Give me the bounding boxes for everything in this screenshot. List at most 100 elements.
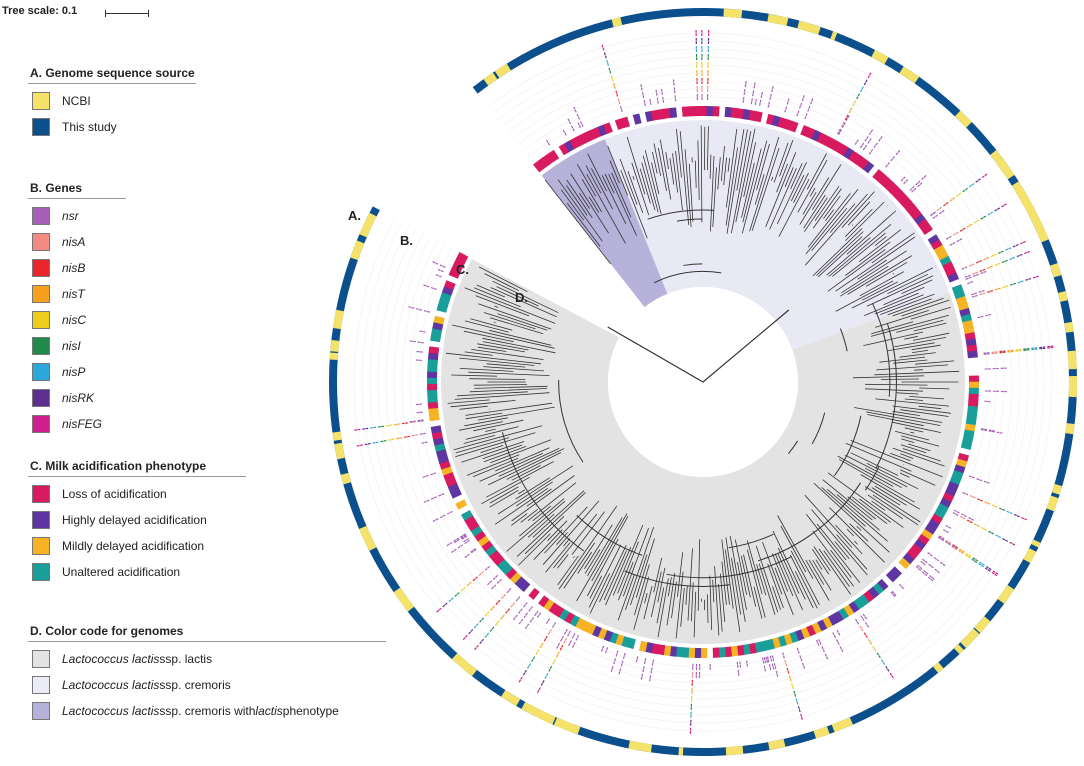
internal-branch bbox=[676, 218, 703, 222]
phenotype-segment bbox=[872, 169, 884, 182]
source-segment-ncbi bbox=[632, 741, 653, 753]
phenotype-segment bbox=[669, 646, 678, 657]
gene-ring-guide bbox=[409, 88, 997, 676]
source-segment-ncbi bbox=[1037, 229, 1049, 243]
phenotype-segment bbox=[968, 393, 979, 401]
phenotype-segment bbox=[450, 488, 462, 499]
legend-title: B. Genes bbox=[28, 181, 126, 199]
internal-branch bbox=[864, 466, 880, 491]
phenotype-segment bbox=[748, 642, 757, 654]
phenotype-segment bbox=[447, 482, 460, 493]
gene-ring-guide bbox=[361, 40, 1045, 724]
phenotype-segment bbox=[754, 111, 763, 123]
legend-label: This study bbox=[62, 120, 117, 134]
source-segment-ncbi bbox=[611, 17, 623, 28]
phenotype-segment bbox=[966, 344, 978, 353]
internal-branch bbox=[871, 302, 891, 397]
phenotype-segment bbox=[694, 647, 702, 658]
internal-branch bbox=[757, 482, 862, 562]
clade-cremoris-lactis bbox=[541, 139, 668, 308]
phenotype-segment bbox=[688, 647, 696, 658]
legend-title: A. Genome sequence source bbox=[28, 66, 196, 84]
phenotype-segment bbox=[960, 441, 973, 450]
phenotype-segment bbox=[427, 377, 438, 385]
phenotype-segment bbox=[742, 644, 751, 655]
swatch bbox=[32, 676, 50, 694]
phenotype-segment bbox=[921, 528, 934, 541]
phenotype-segment bbox=[427, 364, 438, 373]
legend-label: nisA bbox=[62, 235, 86, 249]
phenotype-segment bbox=[906, 204, 919, 216]
internal-branch bbox=[875, 323, 897, 470]
phenotype-segment bbox=[430, 334, 442, 343]
phenotype-segment bbox=[811, 622, 822, 635]
phenotype-segment bbox=[712, 106, 720, 117]
internal-branch bbox=[654, 270, 722, 284]
source-segment-ncbi bbox=[332, 309, 344, 330]
legend-label: NCBI bbox=[62, 94, 91, 108]
legend-item-nisp: nisP bbox=[28, 359, 126, 385]
phenotype-segment bbox=[591, 126, 602, 139]
source-segment-ncbi bbox=[830, 31, 838, 41]
phenotype-segment bbox=[558, 143, 570, 156]
phenotype-segment bbox=[924, 523, 937, 535]
ring-label-b: B. bbox=[400, 233, 413, 248]
phenotype-segment bbox=[963, 429, 975, 438]
phenotype-segment bbox=[766, 638, 775, 651]
source-segment-ncbi bbox=[399, 595, 415, 612]
phenotype-segment bbox=[427, 395, 438, 403]
phenotype-segment bbox=[933, 244, 946, 256]
ring-label-d: D. bbox=[515, 290, 528, 305]
phenotype-segment bbox=[597, 124, 608, 137]
swatch bbox=[32, 118, 50, 136]
phenotype-segment bbox=[467, 520, 480, 532]
phenotype-segment bbox=[645, 642, 654, 654]
phenotype-segment bbox=[862, 590, 875, 603]
phenotype-segment bbox=[445, 477, 458, 488]
phenotype-segment bbox=[505, 567, 518, 580]
phenotype-segment bbox=[644, 110, 654, 122]
phenotype-segment bbox=[736, 108, 745, 120]
gene-ring-guide bbox=[353, 32, 1053, 732]
gene-ring-guide bbox=[417, 96, 989, 668]
legend-item-nisc: nisC bbox=[28, 307, 126, 333]
phenotype-segment bbox=[427, 371, 438, 379]
phenotype-segment bbox=[533, 160, 545, 173]
source-segment-ncbi bbox=[334, 442, 345, 460]
phenotype-segment bbox=[890, 566, 902, 579]
tree-branches bbox=[445, 125, 960, 639]
legend-label-ssp: ssp. cremoris with bbox=[159, 704, 256, 718]
gene-ring-guide bbox=[401, 80, 1005, 684]
swatch bbox=[32, 337, 50, 355]
phenotype-segment bbox=[930, 239, 943, 251]
phenotype-segment bbox=[620, 116, 630, 129]
phenotype-segment bbox=[730, 645, 739, 657]
phenotype-segment bbox=[548, 149, 560, 162]
legend-genome-source: A. Genome sequence source NCBI This stud… bbox=[28, 66, 196, 140]
source-segment-ncbi bbox=[395, 589, 405, 598]
source-segment-ncbi bbox=[899, 66, 920, 84]
phenotype-segment bbox=[543, 598, 555, 611]
internal-branch bbox=[501, 432, 585, 552]
swatch bbox=[32, 389, 50, 407]
phenotype-segment bbox=[488, 549, 501, 562]
legend-label-phenotype: phenotype bbox=[282, 704, 339, 718]
phenotype-segment bbox=[906, 548, 919, 560]
phenotype-segment bbox=[827, 138, 839, 151]
phenotype-segment bbox=[933, 508, 946, 520]
swatch bbox=[32, 285, 50, 303]
phenotype-segment bbox=[451, 263, 463, 274]
legend-item-loss: Loss of acidification bbox=[28, 481, 246, 507]
source-segment-ncbi bbox=[974, 616, 991, 633]
swatch bbox=[32, 563, 50, 581]
internal-branch bbox=[839, 328, 848, 352]
phenotype-segment bbox=[800, 125, 811, 137]
gene-ring-guide bbox=[393, 72, 1013, 692]
gene-ring-guide bbox=[377, 56, 1029, 708]
source-segment-ncbi bbox=[813, 726, 830, 739]
legend-item-ssp-cremoris: Lactococcus lactis ssp. cremoris bbox=[28, 672, 386, 698]
source-segment-ncbi bbox=[340, 472, 351, 485]
legend-item-nisa: nisA bbox=[28, 229, 126, 255]
phenotype-segment bbox=[518, 580, 531, 592]
